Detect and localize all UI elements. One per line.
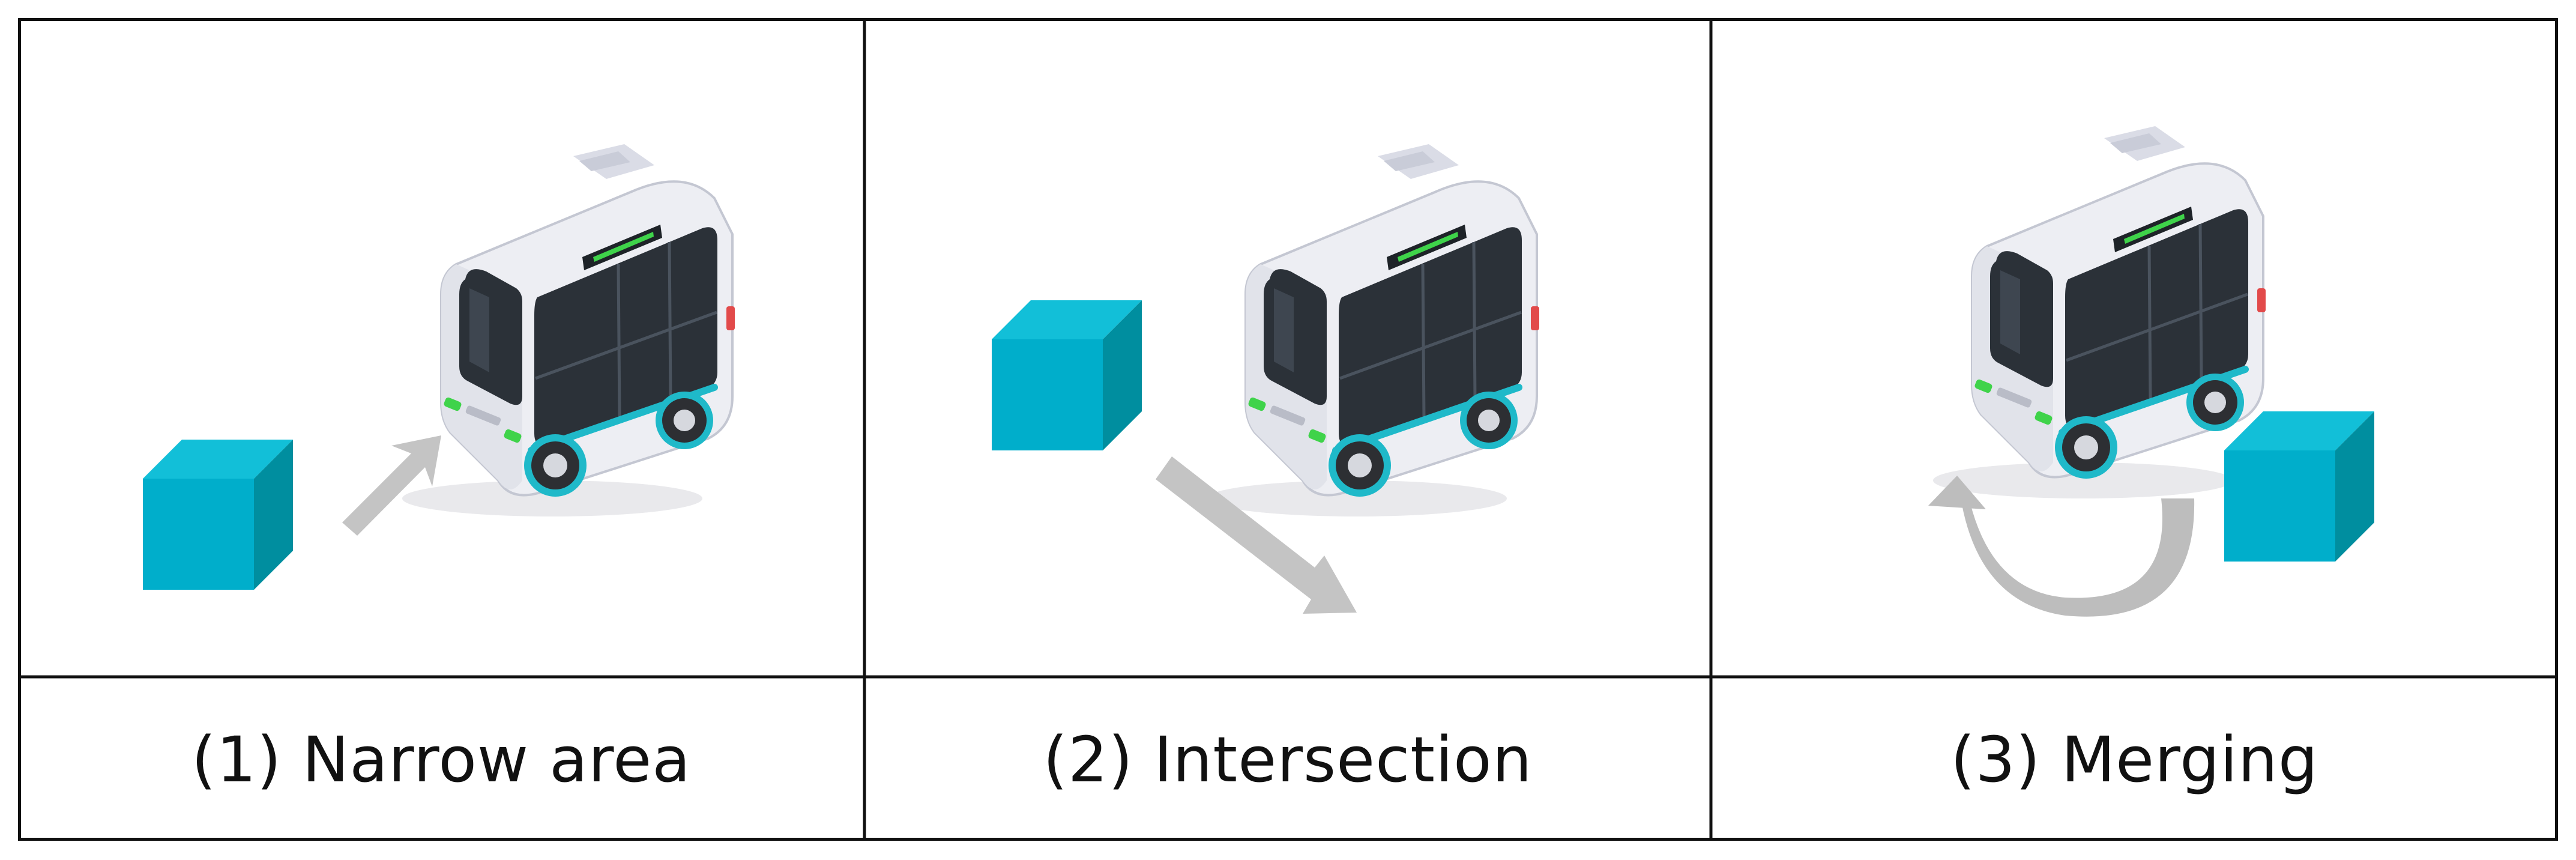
- movement-arrow-icon: [1156, 456, 1357, 614]
- curved-arrow-icon: [1962, 498, 2195, 617]
- caption-narrow-area: (1) Narrow area: [192, 723, 691, 796]
- scenario-illustrations: [18, 18, 2558, 841]
- panel-intersection-illustration: [992, 144, 1539, 614]
- autonomous-shuttle-icon: [1933, 126, 2266, 498]
- caption-merging: (3) Merging: [1950, 723, 2318, 796]
- autonomous-shuttle-icon: [402, 144, 735, 516]
- panel-narrow-area-illustration: [143, 144, 735, 590]
- obstacle-cube-icon: [2224, 411, 2374, 562]
- movement-arrow-icon: [342, 435, 441, 536]
- figure-frame: (1) Narrow area (2) Intersection (3) Mer…: [18, 18, 2558, 841]
- table-grid: [18, 18, 2558, 841]
- autonomous-shuttle-icon: [1207, 144, 1539, 516]
- curved-arrow-head: [1928, 476, 1986, 509]
- obstacle-cube-icon: [992, 300, 1142, 450]
- obstacle-cube-icon: [143, 440, 293, 590]
- caption-intersection: (2) Intersection: [1043, 723, 1533, 796]
- panel-merging-illustration: [1928, 126, 2374, 617]
